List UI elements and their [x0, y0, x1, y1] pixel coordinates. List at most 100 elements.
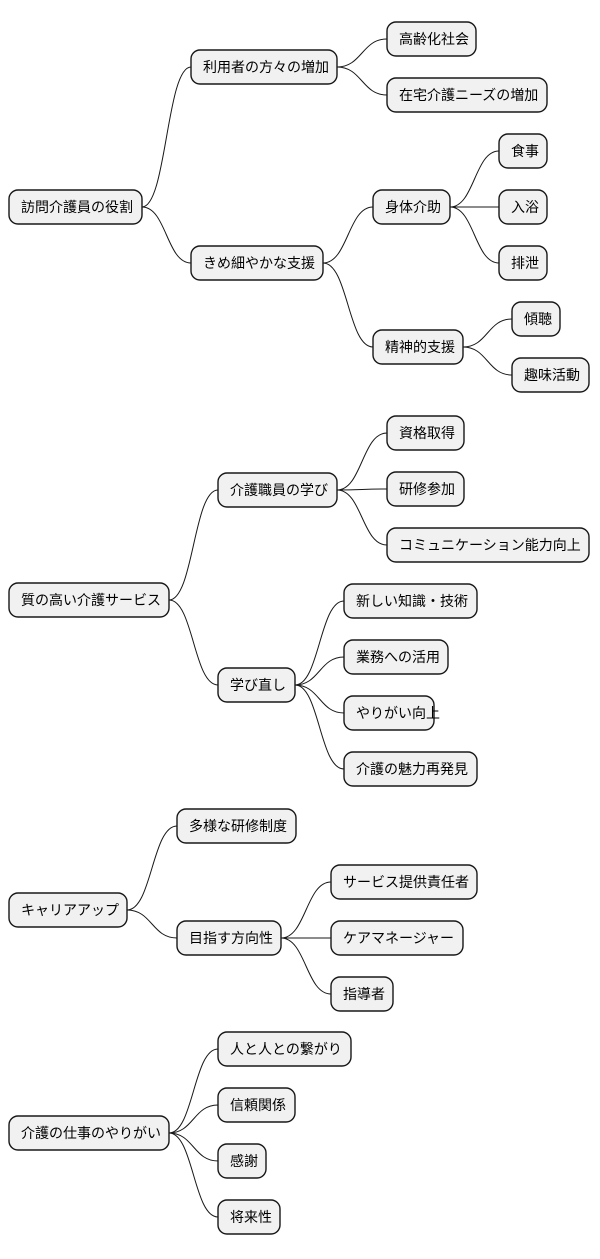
mindmap-node-label: やりがい向上	[356, 706, 440, 722]
mindmap-edge	[449, 206, 500, 264]
mindmap-node-label: 訪問介護員の役割	[21, 199, 133, 216]
mindmap-node: コミュニケーション能力向上	[386, 527, 590, 563]
mindmap-node-box	[176, 920, 282, 956]
mindmap-edge	[168, 1132, 219, 1218]
mindmap-node-label: 排泄	[511, 256, 539, 272]
mindmap-node-box	[386, 415, 465, 451]
mindmap-node-box	[498, 245, 548, 281]
mindmap-node-label: 入浴	[511, 200, 539, 216]
mindmap-edge	[322, 206, 374, 264]
mindmap-node-box	[386, 527, 590, 563]
mindmap-node-box	[372, 329, 464, 365]
mindmap-node-label: コミュニケーション能力向上	[399, 538, 581, 554]
mindmap-node-label: 食事	[511, 143, 539, 160]
mindmap-node: 傾聴	[511, 301, 561, 337]
mindmap-node-label: 傾聴	[524, 312, 552, 328]
mindmap-node-label: サービス提供責任者	[343, 875, 469, 891]
mindmap-node-label: 新しい知識・技術	[356, 593, 468, 610]
mindmap-node-label: 高齢化社会	[399, 31, 469, 48]
mindmap-node-label: 多様な研修制度	[189, 818, 287, 835]
mindmap-node: キャリアアップ	[8, 892, 128, 928]
mindmap-node: 食事	[498, 133, 548, 169]
mindmap-node-box	[8, 1115, 170, 1151]
mindmap-node: ケアマネージャー	[330, 920, 464, 956]
mindmap-node-label: 目指す方向性	[189, 931, 273, 947]
mindmap-node-box	[190, 245, 324, 281]
mindmap-node: 介護の魅力再発見	[343, 751, 478, 787]
mindmap-node-box	[386, 21, 477, 57]
mindmap-node-label: 感謝	[230, 1153, 258, 1170]
mindmap-node-box	[217, 1199, 281, 1235]
mindmap-node: 質の高い介護サービス	[8, 582, 170, 618]
mindmap-node: 趣味活動	[511, 357, 590, 393]
mindmap-edge	[141, 206, 192, 264]
mindmap-node: 目指す方向性	[176, 920, 282, 956]
mindmap-nodes: 訪問介護員の役割 利用者の方々の増加 高齢化社会在宅介護ニーズの増加きめ細やかな支援…	[8, 21, 590, 1235]
mindmap-edge	[336, 432, 388, 491]
mindmap-node-label: 指導者	[343, 987, 385, 1003]
mindmap-node-label: 介護の魅力再発見	[356, 762, 468, 778]
mindmap-node: 入浴	[498, 189, 548, 225]
mindmap-node: 介護の仕事のやりがい	[8, 1115, 170, 1151]
mindmap-node-label: 趣味活動	[524, 368, 580, 384]
mindmap-node-box	[190, 49, 338, 85]
mindmap-node-box	[386, 471, 465, 507]
mindmap-edge	[168, 1104, 219, 1134]
mindmap-node-box	[511, 301, 561, 337]
mindmap-node-box	[217, 1087, 296, 1123]
mindmap-edge	[294, 684, 345, 770]
mindmap-node: 身体介助	[372, 189, 451, 225]
mindmap-node-box	[217, 1031, 352, 1067]
mindmap-node-label: 研修参加	[399, 481, 455, 498]
mindmap-node: 排泄	[498, 245, 548, 281]
mindmap-edge	[280, 881, 332, 939]
mindmap-node-label: 業務への活用	[356, 650, 440, 666]
mindmap-edge	[168, 1132, 219, 1162]
mindmap-node-box	[330, 976, 394, 1012]
mindmap-edge	[126, 909, 178, 939]
mindmap-node-label: 身体介助	[385, 200, 441, 216]
mindmap-node-box	[8, 189, 143, 225]
mindmap-node-box	[386, 77, 548, 113]
mindmap-edge	[294, 600, 345, 686]
mindmap-node-label: 精神的支援	[385, 340, 455, 356]
mindmap-node-box	[330, 864, 478, 900]
mindmap-node: 学び直し	[217, 667, 296, 703]
mindmap-edge	[336, 66, 388, 96]
mindmap-node: 高齢化社会	[386, 21, 477, 57]
mindmap-edge	[141, 66, 192, 208]
mindmap-node: 指導者	[330, 976, 394, 1012]
mindmap-node-label: 介護職員の学び	[230, 483, 328, 499]
mindmap-edge	[168, 599, 219, 686]
mindmap-node: 訪問介護員の役割	[8, 189, 143, 225]
mindmap-node-label: 利用者の方々の増加	[203, 60, 329, 76]
mindmap-node: サービス提供責任者	[330, 864, 478, 900]
mindmap-node: 研修参加	[386, 471, 465, 507]
mindmap-node-label: 信頼関係	[230, 1098, 286, 1114]
mindmap-edge	[449, 150, 500, 208]
mindmap-node-box	[372, 189, 451, 225]
mindmap-node-label: 将来性	[230, 1210, 272, 1226]
mindmap-node-box	[8, 892, 128, 928]
mindmap-node: 信頼関係	[217, 1087, 296, 1123]
mindmap-node-label: 人と人との繋がり	[230, 1042, 342, 1058]
mindmap-node-box	[498, 189, 548, 225]
mindmap-node: 資格取得	[386, 415, 465, 451]
mindmap-node: 利用者の方々の増加	[190, 49, 338, 85]
mindmap-node: 多様な研修制度	[176, 808, 297, 844]
mindmap-node-label: 質の高い介護サービス	[21, 592, 161, 609]
mindmap-node-label: きめ細やかな支援	[203, 256, 315, 272]
mindmap-node-label: ケアマネージャー	[343, 931, 454, 947]
mindmap-node-box	[217, 667, 296, 703]
mindmap-node: やりがい向上	[343, 695, 440, 731]
mindmap-node-box	[498, 133, 548, 169]
mindmap-edges	[126, 38, 513, 1218]
mindmap-node-box	[330, 920, 464, 956]
mindmap-node-label: 在宅介護ニーズの増加	[399, 88, 538, 104]
mindmap-node-label: 介護の仕事のやりがい	[21, 1126, 161, 1142]
mindmap-edge	[294, 684, 345, 714]
mindmap-node-label: キャリアアップ	[21, 903, 119, 919]
mindmap-edge	[462, 346, 513, 376]
mindmap-node: 在宅介護ニーズの増加	[386, 77, 548, 113]
